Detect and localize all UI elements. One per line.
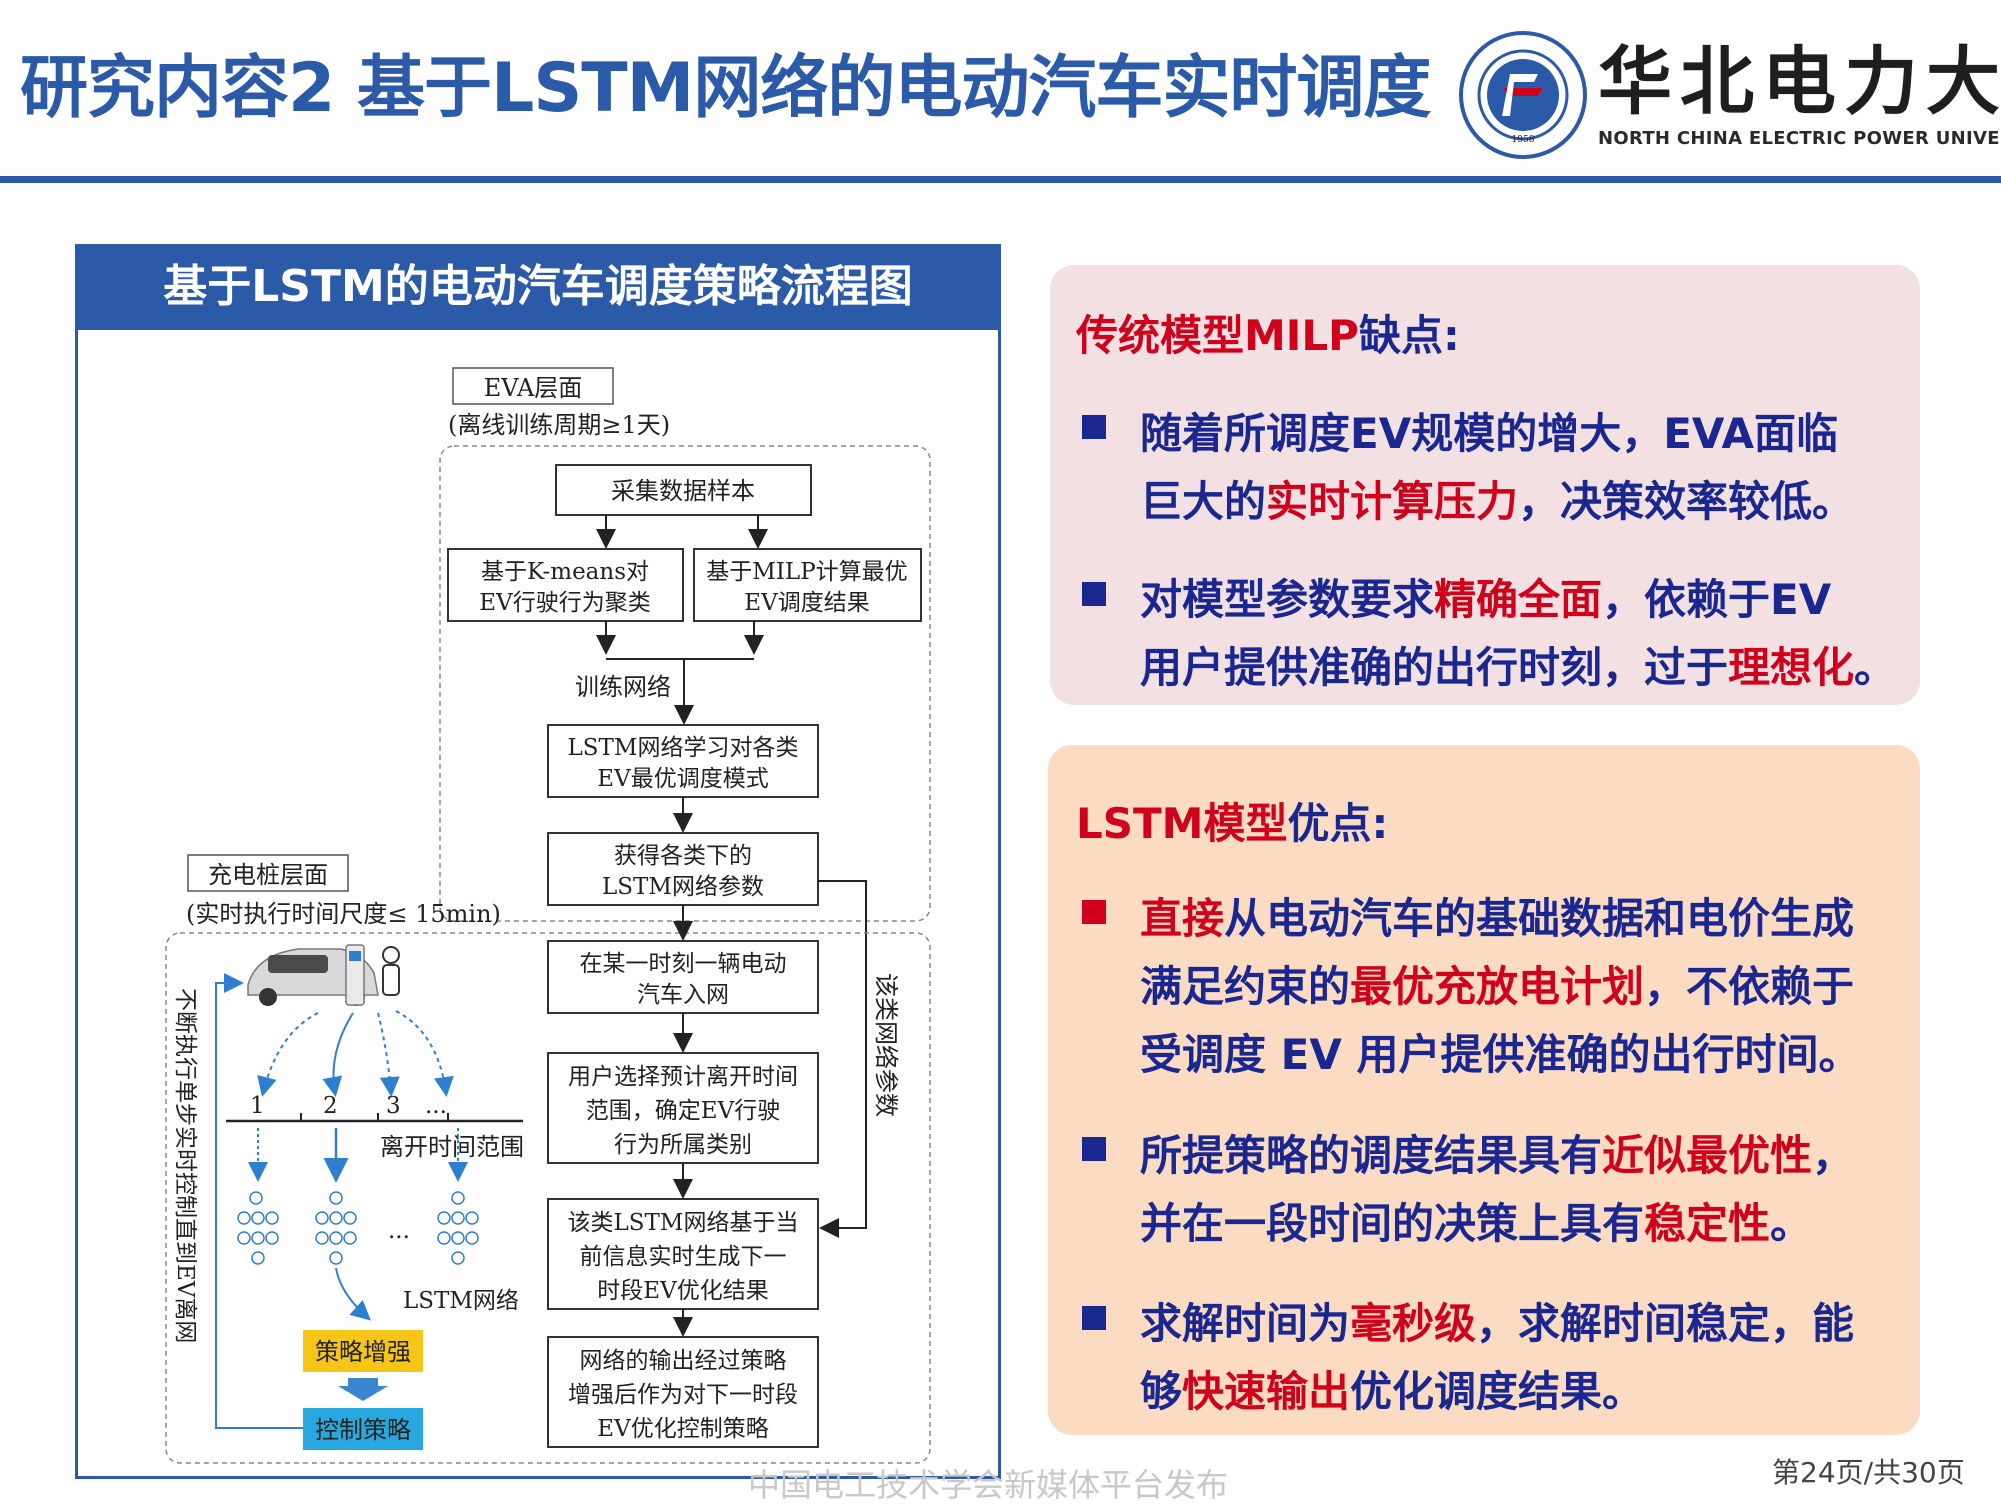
eva-period-label: (离线训练周期≥1天) — [448, 411, 670, 439]
box1-bullet2-line2: 用户提供准确的出行时刻，过于理想化。 — [1140, 643, 1897, 692]
eva-layer-box — [452, 367, 614, 405]
lstm-net-icon-3 — [437, 1191, 479, 1265]
lstm-net-icon-1 — [237, 1191, 279, 1265]
depart-range-label: 离开时间范围 — [380, 1133, 524, 1161]
milp-text-2: EV调度结果 — [744, 590, 869, 616]
output-text-1: 网络的输出经过策略 — [580, 1348, 787, 1374]
box2-heading-red: LSTM模型 — [1076, 799, 1288, 848]
university-logo: 1958 — [1459, 31, 1587, 159]
box1-bullet2-line1: 对模型参数要求精确全面，依赖于EV — [1140, 575, 1832, 624]
box2-bullet3-line1: 求解时间为毫秒级，求解时间稳定，能 — [1140, 1299, 1855, 1348]
box1-heading-red: 传统模型MILP — [1076, 311, 1359, 360]
bullet-icon — [1082, 582, 1106, 606]
bullet-icon — [1082, 415, 1106, 439]
box2-bullet1-line2: 满足约束的最优充放电计划，不依赖于 — [1140, 962, 1855, 1011]
pile-period-label: (实时执行时间尺度≤ 15min) — [186, 900, 501, 928]
net-dots: ... — [388, 1218, 410, 1244]
lstm-net-label: LSTM网络 — [403, 1288, 519, 1314]
params-box — [547, 832, 819, 906]
axis-label-dots: ... — [425, 1093, 447, 1119]
box2-bullet2-line1: 所提策略的调度结果具有近似最优性， — [1140, 1131, 1855, 1180]
pile-layer-label: 充电桩层面 — [208, 861, 328, 889]
charging-pile-icon — [345, 944, 365, 1006]
strategy-enhance-label: 策略增强 — [315, 1338, 411, 1366]
university-name-en: NORTH CHINA ELECTRIC POWER UNIVERSITY — [1598, 128, 2001, 149]
box1-heading: 传统模型MILP缺点: — [1076, 302, 1460, 363]
flowchart-panel-title: 基于LSTM的电动汽车调度策略流程图 — [163, 261, 913, 312]
down-arrow-icon — [338, 1378, 388, 1401]
user-select-text-3: 行为所属类别 — [614, 1132, 752, 1158]
user-select-box — [547, 1052, 819, 1164]
axis-label-3: 3 — [386, 1093, 401, 1119]
generate-box — [547, 1198, 819, 1310]
lstm-learn-box — [547, 724, 819, 798]
ev-arrive-box — [547, 940, 819, 1014]
generate-text-2: 前信息实时生成下一 — [580, 1244, 787, 1270]
box2-heading-navy: 优点: — [1287, 799, 1389, 848]
output-text-3: EV优化控制策略 — [597, 1416, 768, 1442]
bullet-icon — [1082, 1306, 1106, 1330]
box2-heading: LSTM模型优点: — [1076, 790, 1388, 851]
flowchart: EVA层面 (离线训练周期≥1天) 采集数据样本 基于K-means对 EV行驶… — [165, 367, 931, 1464]
flowchart-panel — [75, 244, 1001, 1479]
lstm-net-icon-2 — [315, 1191, 357, 1265]
box1-bullet1-line1: 随着所调度EV规模的增大，EVA面临 — [1140, 409, 1839, 458]
axis-label-2: 2 — [323, 1093, 338, 1119]
box1-bullet1-line2: 巨大的实时计算压力，决策效率较低。 — [1140, 477, 1855, 526]
train-label: 训练网络 — [575, 673, 671, 701]
header-divider — [0, 176, 2001, 183]
box2-bullet3-line2: 够快速输出优化调度结果。 — [1140, 1367, 1645, 1416]
output-text-2: 增强后作为对下一时段 — [568, 1382, 798, 1408]
box1-heading-navy: 缺点: — [1358, 311, 1460, 360]
kmeans-text-1: 基于K-means对 — [481, 559, 649, 585]
pile-region — [165, 932, 931, 1464]
milp-box — [693, 548, 922, 622]
strategy-enhance-box — [303, 1330, 423, 1372]
lstm-learn-text-2: EV最优调度模式 — [597, 766, 768, 792]
kmeans-text-2: EV行驶行为聚类 — [479, 590, 650, 616]
params-text-1: 获得各类下的 — [614, 843, 752, 869]
milp-drawbacks-box — [1050, 265, 1920, 705]
control-strategy-box — [303, 1408, 423, 1450]
page-number: 第24页/共30页 — [1772, 1456, 1965, 1489]
generate-text-1: 该类LSTM网络基于当 — [568, 1210, 799, 1236]
side-left-label: 不断执行单步实时控制直到EV离网 — [172, 988, 198, 1343]
bullet-icon — [1082, 900, 1106, 924]
lstm-learn-text-1: LSTM网络学习对各类 — [568, 735, 799, 761]
lstm-advantages-box — [1048, 745, 1920, 1435]
box2-bullet1-line1: 直接从电动汽车的基础数据和电价生成 — [1140, 894, 1855, 943]
milp-text-1: 基于MILP计算最优 — [706, 559, 907, 585]
output-box — [547, 1336, 819, 1448]
university-name-cn: 华北电力大学 — [1598, 39, 2001, 125]
box2-bullet1-line3: 受调度 EV 用户提供准确的出行时间。 — [1140, 1030, 1861, 1079]
footer-watermark: 中国电工技术学会新媒体平台发布 — [748, 1466, 1229, 1504]
bullet-icon — [1082, 1137, 1106, 1161]
logo-year: 1958 — [1512, 135, 1535, 145]
axis-label-1: 1 — [250, 1093, 265, 1119]
params-text-2: LSTM网络参数 — [602, 874, 764, 900]
user-select-text-1: 用户选择预计离开时间 — [568, 1064, 798, 1090]
eva-layer-label: EVA层面 — [484, 374, 583, 402]
user-select-text-2: 范围，确定EV行驶 — [586, 1098, 780, 1124]
collect-box — [555, 464, 812, 516]
generate-text-3: 时段EV优化结果 — [597, 1278, 768, 1304]
side-right-label: 该类网络参数 — [872, 973, 900, 1117]
pile-layer-box — [187, 854, 349, 892]
kmeans-box — [447, 548, 684, 622]
ev-arrive-text-2: 汽车入网 — [637, 982, 729, 1008]
ev-arrive-text-1: 在某一时刻一辆电动 — [580, 951, 787, 977]
box2-bullet2-line2: 并在一段时间的决策上具有稳定性。 — [1140, 1199, 1813, 1248]
collect-text: 采集数据样本 — [611, 477, 755, 505]
control-strategy-label: 控制策略 — [315, 1416, 411, 1444]
flowchart-panel-header — [75, 244, 1001, 330]
user-icon — [382, 946, 400, 996]
page-title: 研究内容2 基于LSTM网络的电动汽车实时调度 — [20, 49, 1431, 128]
